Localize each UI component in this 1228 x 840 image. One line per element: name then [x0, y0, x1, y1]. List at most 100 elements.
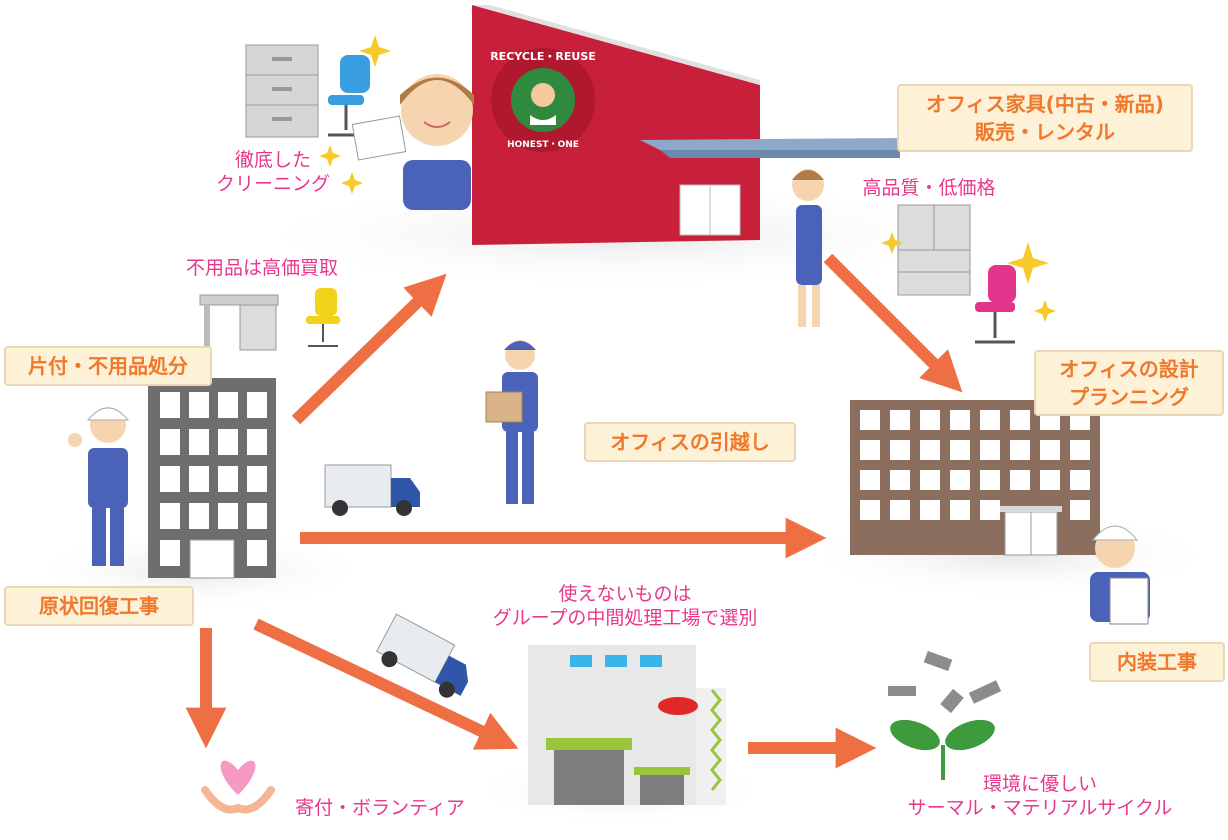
label-office-design-line1: オフィスの設計 [1059, 357, 1199, 381]
label-sorting: 使えないものは グループの中間処理工場で選別 [452, 582, 798, 630]
window [160, 392, 180, 418]
window [1070, 500, 1090, 520]
window [160, 540, 180, 566]
sparkle-icon-right [881, 232, 1056, 322]
intermediate-processing-factory [528, 645, 726, 805]
window [1070, 470, 1090, 490]
window [980, 470, 1000, 490]
window [247, 429, 267, 455]
window [890, 470, 910, 490]
label-office-moving: オフィスの引越し [584, 422, 796, 462]
logo-bottom-text: HONEST・ONE [507, 140, 579, 150]
arrow-building-to-factory [253, 618, 519, 750]
blue-office-chair-icon [328, 55, 370, 137]
window [1040, 440, 1060, 460]
window [160, 466, 180, 492]
brown-building-windows [860, 410, 1090, 520]
window [189, 466, 209, 492]
window [950, 500, 970, 520]
label-thorough-cleaning-line1: 徹底した [234, 149, 311, 171]
window [1040, 470, 1060, 490]
window [218, 429, 238, 455]
window [189, 392, 209, 418]
gray-building-windows [160, 392, 267, 579]
label-office-design-line2: プランニング [1069, 385, 1189, 409]
flow-arrows [185, 253, 963, 769]
window [218, 503, 238, 529]
label-office-furniture: オフィス家具(中古・新品) 販売・レンタル [897, 84, 1193, 152]
file-cabinet-icon [245, 44, 319, 138]
label-office-furniture-line2: 販売・レンタル [975, 120, 1115, 144]
moving-truck-icon [324, 464, 420, 516]
pink-office-chair-icon [975, 265, 1016, 344]
label-high-quality: 高品質・低価格 [862, 177, 996, 199]
window [218, 392, 238, 418]
debris-icon [888, 650, 1002, 714]
delivery-worker [485, 340, 538, 504]
window [860, 500, 880, 520]
label-buyback: 不用品は高価買取 [185, 257, 338, 279]
plant-sprout-icon [890, 719, 995, 780]
window [890, 500, 910, 520]
window [1010, 410, 1030, 430]
window [1070, 440, 1090, 460]
female-staff-right [792, 169, 824, 327]
window [189, 503, 209, 529]
label-office-furniture-line1: オフィス家具(中古・新品) [926, 92, 1164, 116]
tilted-truck-icon [376, 613, 469, 698]
label-sorting-line2: グループの中間処理工場で選別 [492, 607, 758, 629]
yellow-chair-icon [306, 288, 340, 347]
desk-icon [199, 294, 279, 351]
window [247, 466, 267, 492]
window [890, 410, 910, 430]
window [1010, 470, 1030, 490]
window [980, 500, 1000, 520]
window [860, 410, 880, 430]
label-interior-work: 内装工事 [1089, 642, 1225, 682]
building-door [189, 539, 235, 579]
label-thorough-cleaning: 徹底した クリーニング [208, 148, 338, 196]
label-donation: 寄付・ボランティア [295, 797, 465, 819]
window [218, 466, 238, 492]
window [1010, 440, 1030, 460]
window [980, 440, 1000, 460]
label-office-design: オフィスの設計 プランニング [1034, 350, 1224, 416]
sparkle-icon [319, 35, 391, 194]
recycle-reuse-logo: RECYCLE・REUSE HONEST・ONE [490, 48, 596, 152]
label-eco-recycle-line2: サーマル・マテリアルサイクル [907, 797, 1173, 819]
window [920, 440, 940, 460]
window [160, 503, 180, 529]
label-restoration: 原状回復工事 [4, 586, 194, 626]
window [247, 503, 267, 529]
window [160, 429, 180, 455]
window [920, 470, 940, 490]
window [860, 440, 880, 460]
store-clerk-woman [351, 74, 474, 210]
worker-with-helmet-left [68, 407, 130, 566]
logo-top-text: RECYCLE・REUSE [490, 50, 596, 63]
label-thorough-cleaning-line2: クリーニング [215, 173, 330, 195]
heart-hands-icon [201, 760, 275, 814]
window [950, 470, 970, 490]
arrow-building-to-store [291, 273, 447, 425]
window [920, 500, 940, 520]
window [247, 540, 267, 566]
label-eco-recycle-line1: 環境に優しい [982, 773, 1097, 795]
window [860, 470, 880, 490]
arrow-store-to-office [823, 253, 963, 393]
window [950, 440, 970, 460]
window [980, 410, 1000, 430]
window [189, 429, 209, 455]
window [247, 392, 267, 418]
label-disposal: 片付・不用品処分 [4, 346, 212, 386]
label-sorting-line1: 使えないものは [558, 583, 692, 605]
label-eco-recycle: 環境に優しい サーマル・マテリアルサイクル [880, 772, 1200, 820]
window [950, 410, 970, 430]
storage-cabinet-icon [897, 204, 971, 296]
worker-with-clipboard [1090, 525, 1150, 625]
brown-office-building [850, 400, 1100, 556]
recycle-store-building [472, 5, 900, 245]
window [920, 410, 940, 430]
window [890, 440, 910, 460]
